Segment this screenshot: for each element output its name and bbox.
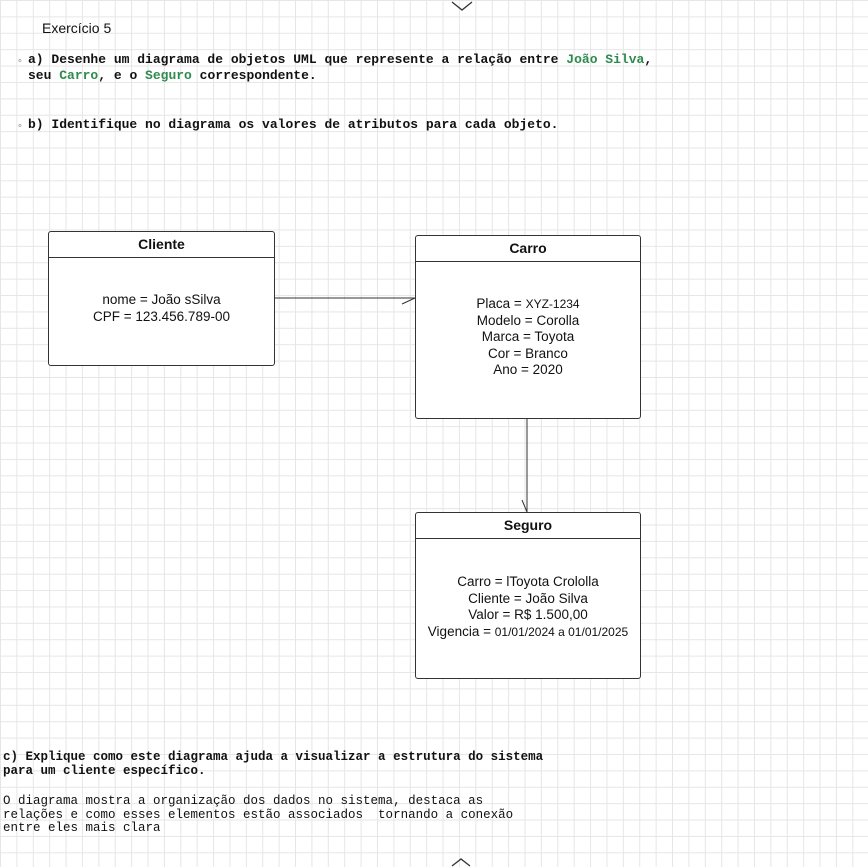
answer-c-line-2: relações e como esses elementos estão as… [3,807,514,822]
expand-chevron-icon[interactable] [451,858,471,867]
seguro-attr-valor: Valor = R$ 1.500,00 [468,607,588,623]
question-a-carro: Carro [59,68,99,83]
carro-seguro-arrowhead [521,499,528,513]
cliente-attr-cpf: CPF = 123.456.789-00 [93,308,230,324]
cliente-object[interactable]: Cliente nome = João sSilva CPF = 123.456… [48,231,275,366]
collapse-chevron-icon[interactable] [451,1,473,11]
bullet-a-icon: ◦ [18,55,22,67]
answer-c-line-3: entre eles mais clara [3,821,161,835]
cliente-carro-arrowhead [401,297,416,305]
question-a-text-1: a) Desenhe um diagrama de objetos UML qu… [28,52,567,67]
seguro-vigencia-label: Vigencia = [427,623,495,639]
question-c: c) Explique como este diagrama ajuda a v… [3,750,544,778]
seguro-attr-carro: Carro = lToyota Crololla [457,574,599,589]
seguro-attributes: Carro = lToyota Crololla Cliente = João … [416,574,640,640]
question-c-line-1: c) Explique como este diagrama ajuda a v… [3,750,544,764]
carro-attr-cor: Cor = Branco [488,345,568,361]
seguro-title: Seguro [416,513,640,539]
seguro-attr-vigencia: Vigencia = 01/01/2024 a 01/01/2025 [416,624,640,641]
page-title: Exercício 5 [42,20,112,36]
carro-attr-modelo: Modelo = Corolla [476,312,580,328]
carro-placa-value: XYZ-1234 [525,297,580,311]
carro-object[interactable]: Carro Placa = XYZ-1234 Modelo = Corolla … [415,235,641,419]
cliente-attributes: nome = João sSilva CPF = 123.456.789-00 [49,292,274,325]
answer-c: O diagrama mostra a organização dos dado… [3,794,514,836]
question-a: a) Desenhe um diagrama de objetos UML qu… [28,52,652,84]
carro-title: Carro [416,236,640,262]
carro-attr-placa: Placa = XYZ-1234 [416,296,640,313]
answer-c-line-1: O diagrama mostra a organização dos dado… [3,794,484,808]
seguro-attr-cliente: Cliente = João Silva [468,590,588,606]
question-a-text-2: , [644,52,653,67]
carro-placa-label: Placa = [476,296,526,311]
seguro-object[interactable]: Seguro Carro = lToyota Crololla Cliente … [415,512,641,679]
question-b: b) Identifique no diagrama os valores de… [28,117,559,132]
carro-attributes: Placa = XYZ-1234 Modelo = Corolla Marca … [416,296,640,379]
question-a-name: João Silva [566,52,645,67]
cliente-attr-nome: nome = João sSilva [102,292,221,307]
carro-attr-marca: Marca = Toyota [481,329,575,345]
question-a-seguro: Seguro [145,68,192,83]
question-c-line-2: para um cliente específico. [3,763,206,778]
question-a-text-5: correspondente. [191,68,317,83]
question-a-text-4: , e o [98,68,146,83]
cliente-title: Cliente [49,232,274,258]
question-a-text-3: seu [28,68,60,83]
carro-attr-ano: Ano = 2020 [493,362,563,378]
bullet-b-icon: ◦ [18,120,22,132]
seguro-vigencia-value: 01/01/2024 a 01/01/2025 [494,624,629,639]
